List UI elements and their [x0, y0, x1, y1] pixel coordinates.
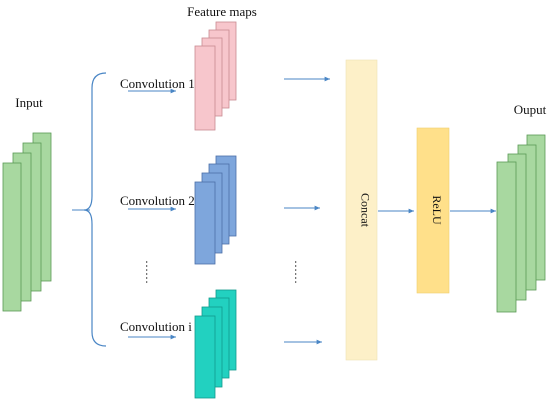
convolution-i-label: Convolution i — [120, 319, 192, 334]
output-layer — [496, 161, 517, 313]
ellipsis-middle: …… — [292, 260, 306, 284]
output-label: Ouput — [514, 102, 547, 117]
feature-map — [194, 181, 216, 265]
input-label: Input — [15, 95, 43, 110]
convolution-2-label: Convolution 2 — [120, 193, 195, 208]
feature-map — [194, 315, 216, 399]
output-feature-stack — [496, 134, 546, 313]
concat-label: Concat — [359, 193, 373, 228]
feature-maps-convi — [194, 289, 237, 399]
concat-block — [345, 59, 378, 361]
feature-map — [194, 45, 216, 131]
convolution-1-label: Convolution 1 — [120, 76, 195, 91]
feature-maps-conv1 — [194, 21, 237, 131]
branch-brace — [83, 72, 107, 347]
input-feature-stack — [2, 132, 52, 312]
input-layer — [2, 162, 22, 312]
feature-maps-title: Feature maps — [187, 4, 257, 19]
feature-maps-conv2 — [194, 155, 237, 265]
relu-block — [416, 127, 450, 294]
relu-label: ReLU — [430, 195, 444, 225]
ellipsis-left: …… — [143, 260, 157, 284]
